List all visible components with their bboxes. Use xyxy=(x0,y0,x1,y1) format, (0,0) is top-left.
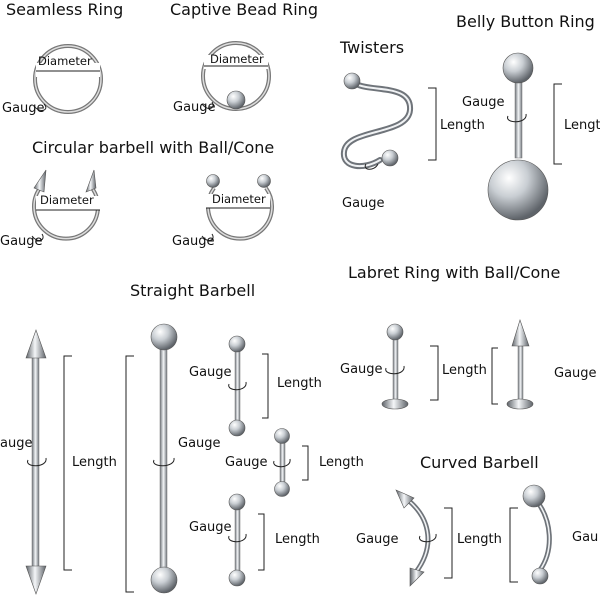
length-bracket xyxy=(430,345,439,401)
label-length: Length xyxy=(442,363,487,378)
ball-bottom xyxy=(150,566,178,594)
belly-ball-top xyxy=(502,52,534,84)
label-gauge: Gauge xyxy=(225,455,268,470)
labret-disc xyxy=(381,398,409,410)
length-bracket xyxy=(491,347,498,405)
cone-bottom xyxy=(25,565,47,595)
title-belly-button-ring: Belly Button Ring xyxy=(456,12,595,31)
labret-cone-figure xyxy=(491,319,534,410)
title-straight-barbell: Straight Barbell xyxy=(130,281,256,300)
ball-top xyxy=(150,323,178,351)
cone-right xyxy=(85,169,97,193)
label-gauge: Gauge xyxy=(189,520,232,535)
length-bracket xyxy=(302,445,309,481)
label-gauge: Gauge xyxy=(0,234,43,249)
ball-right xyxy=(257,174,271,188)
label-length: Length xyxy=(440,118,485,133)
title-twisters: Twisters xyxy=(340,38,405,57)
label-gauge: Gauge xyxy=(462,95,505,110)
label-gauge-cut: auge xyxy=(0,436,33,451)
straight-barbell-small-3-figure xyxy=(228,493,265,587)
twister-ball-top xyxy=(343,72,361,90)
cone-top xyxy=(25,329,47,359)
length-bracket xyxy=(258,513,265,571)
ball-left xyxy=(206,174,220,188)
gauge-pointer xyxy=(31,233,44,241)
straight-barbell-small-2-figure xyxy=(273,428,309,497)
label-gauge: Gauge xyxy=(554,366,597,381)
label-gauge: Gauge xyxy=(189,365,232,380)
circular-barbell-balls-figure xyxy=(201,174,274,241)
straight-barbell-balls-figure xyxy=(125,323,178,594)
captive-bead-ring-figure xyxy=(201,41,271,111)
gauge-pointer xyxy=(33,103,47,111)
label-diameter: Diameter xyxy=(38,54,92,68)
label-length: Length xyxy=(319,455,364,470)
label-gauge-cut-end: Gau xyxy=(572,530,599,545)
length-bracket xyxy=(444,507,453,579)
length-bracket xyxy=(262,353,269,419)
label-length: Length xyxy=(72,455,117,470)
label-gauge: Gauge xyxy=(172,234,215,249)
cone-top xyxy=(395,489,415,509)
label-diameter: Diameter xyxy=(210,52,264,66)
length-bracket xyxy=(509,507,518,583)
title-circular-barbell: Circular barbell with Ball/Cone xyxy=(32,138,275,157)
title-seamless-ring: Seamless Ring xyxy=(6,0,124,19)
label-gauge: Gauge xyxy=(342,196,385,211)
curved-barbell-cones-figure xyxy=(395,489,453,587)
twister-ball-bottom xyxy=(381,149,399,167)
length-bracket xyxy=(553,83,562,165)
label-length-cut: Lengt xyxy=(564,118,600,133)
length-bracket xyxy=(125,355,134,593)
title-labret-ring: Labret Ring with Ball/Cone xyxy=(348,263,561,282)
curved-barbell-balls-figure xyxy=(509,484,552,585)
length-bracket xyxy=(63,355,72,571)
straight-barbell-cones-figure xyxy=(25,329,72,595)
label-diameter: Diameter xyxy=(212,192,266,206)
labret-disc xyxy=(506,398,534,410)
gauge-pointer xyxy=(201,233,214,241)
title-captive-bead-ring: Captive Bead Ring xyxy=(170,0,318,19)
belly-ball-bottom xyxy=(487,159,549,221)
circular-barbell-cones-figure xyxy=(31,169,100,241)
seamless-ring-figure xyxy=(33,44,103,114)
label-gauge: Gauge xyxy=(173,100,216,115)
label-gauge: Gauge xyxy=(356,532,399,547)
label-gauge: Gauge xyxy=(2,101,45,116)
cone-bottom xyxy=(409,567,425,587)
labret-ball-figure xyxy=(381,323,439,410)
twisters-figure xyxy=(340,72,437,170)
gauge-pointer xyxy=(201,101,214,109)
title-curved-barbell: Curved Barbell xyxy=(420,453,539,472)
belly-button-ring-figure xyxy=(487,52,562,221)
label-length: Length xyxy=(277,376,322,391)
straight-barbell-small-1-figure xyxy=(228,335,269,437)
cone-left xyxy=(33,169,47,193)
label-diameter: Diameter xyxy=(40,193,94,207)
length-bracket xyxy=(428,87,437,161)
label-length: Length xyxy=(275,532,320,547)
label-length: Length xyxy=(457,532,502,547)
captive-bead xyxy=(226,90,246,110)
label-gauge: Gauge xyxy=(178,436,221,451)
label-gauge: Gauge xyxy=(340,362,383,377)
